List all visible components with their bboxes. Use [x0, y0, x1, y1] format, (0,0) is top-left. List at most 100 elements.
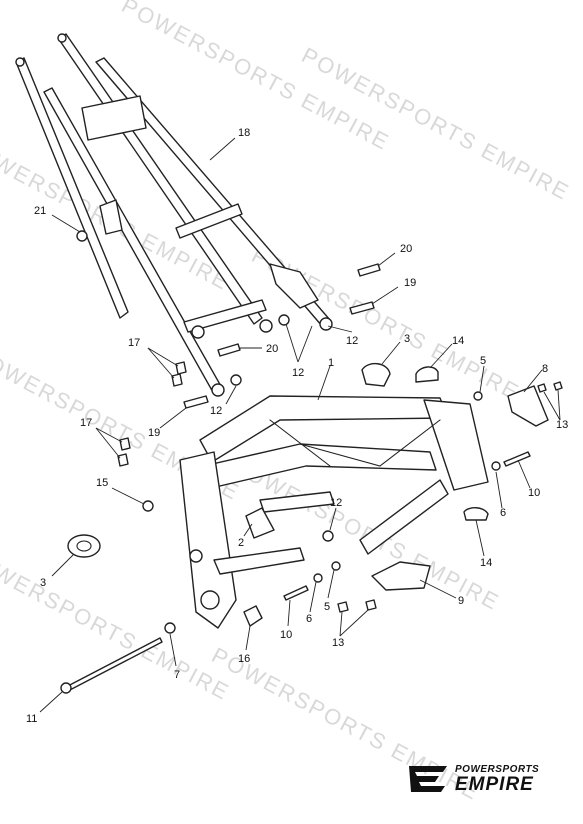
part-20-bolt-mid [217, 343, 241, 357]
part-3-bearing-left [67, 534, 101, 558]
subframe-bracket [269, 263, 319, 309]
leader-14a [429, 343, 453, 369]
callout-2: 2 [238, 537, 244, 549]
leader-17b [95, 427, 123, 443]
callout-5: 5 [324, 601, 330, 613]
leader-9 [419, 579, 457, 599]
leader-3a [381, 341, 401, 365]
part-5-washer [331, 561, 341, 571]
leader-17a2 [147, 347, 175, 379]
callout-12: 12 [346, 335, 358, 347]
subframe-cross-member [175, 203, 243, 239]
part-8-bracket [507, 385, 549, 427]
leader-lines [39, 137, 561, 713]
leader-12c [225, 385, 237, 405]
callout-5: 5 [480, 355, 486, 367]
part-15-nut [142, 500, 154, 512]
part-20-bolt-top [357, 263, 381, 277]
callout-20: 20 [266, 343, 278, 355]
leader-5a [479, 365, 485, 393]
leader-20a [377, 252, 396, 267]
part-13-nut [553, 381, 563, 391]
subframe-top-eye [57, 33, 67, 43]
callout-17: 17 [128, 337, 140, 349]
callout-6: 6 [500, 507, 506, 519]
callout-21: 21 [34, 205, 46, 217]
part-10-bolt-lower [283, 585, 309, 601]
part-12-washer [230, 374, 242, 386]
callout-9: 9 [458, 595, 464, 607]
part-17-clip [171, 373, 183, 387]
part-17-clip [117, 453, 129, 467]
leader-8 [523, 369, 543, 393]
callout-19: 19 [404, 277, 416, 289]
part-12-washer [278, 314, 290, 326]
leader-13b [339, 611, 343, 637]
subframe-mount-eye [259, 319, 273, 333]
callout-16: 16 [238, 653, 250, 665]
leader-17b2 [95, 427, 121, 459]
part-17-clip [175, 361, 187, 375]
subframe-cross-member [183, 299, 267, 333]
part-6-washer [313, 573, 323, 583]
leader-3b [51, 553, 75, 577]
brand-mark-icon [409, 766, 447, 792]
part-9-bracket [371, 561, 431, 591]
main-frame-pivot-eye [200, 590, 220, 610]
part-16-spacer [243, 605, 263, 627]
callout-20: 20 [400, 243, 412, 255]
callout-10: 10 [280, 629, 292, 641]
subframe-side-bracket [99, 199, 123, 235]
subframe-mount-eye [319, 317, 333, 331]
part-19-bolt-top [349, 301, 375, 315]
leader-15 [111, 487, 145, 505]
brand-logo: POWERSPORTS EMPIRE [405, 758, 565, 798]
part-21-plug [76, 230, 88, 242]
leader-7 [169, 633, 177, 667]
part-10-bolt-right [503, 451, 531, 467]
part-19-bolt-left [183, 395, 209, 409]
callout-8: 8 [542, 363, 548, 375]
part-13-nut [537, 383, 547, 393]
leader-12a [285, 323, 299, 363]
rear-subframe [15, 33, 333, 397]
leader-6b [309, 581, 317, 613]
callout-3: 3 [40, 577, 46, 589]
leader-1 [317, 365, 331, 401]
part-6-washer [491, 461, 501, 471]
callout-15: 15 [96, 477, 108, 489]
leader-11 [39, 691, 63, 713]
main-frame [179, 395, 489, 629]
leader-21 [51, 214, 81, 233]
part-13-nut [365, 599, 377, 611]
leader-2 [243, 523, 253, 537]
main-frame-swingarm-pivot [179, 451, 237, 629]
callout-6: 6 [306, 613, 312, 625]
callout-10: 10 [528, 487, 540, 499]
callout-14: 14 [452, 335, 464, 347]
callout-12: 12 [210, 405, 222, 417]
callout-labels: 18 21 20 19 17 20 12 12 3 14 1 5 8 12 19… [26, 127, 568, 725]
leader-14b [475, 519, 485, 557]
callout-18: 18 [238, 127, 250, 139]
leader-18 [209, 137, 236, 161]
leader-6a [495, 471, 503, 509]
main-frame-brace-line [299, 419, 441, 467]
part-17-clip [119, 437, 131, 451]
part-7-washer [164, 622, 176, 634]
part-11-spindle-head [60, 682, 72, 694]
leader-12a2 [297, 325, 313, 363]
subframe-mount-eye [211, 383, 225, 397]
part-5-washer [473, 391, 483, 401]
callout-7: 7 [174, 669, 180, 681]
leader-13a2 [557, 389, 561, 421]
part-2-clamp [245, 507, 275, 539]
leader-16 [245, 625, 251, 651]
subframe-top-eye [15, 57, 25, 67]
subframe-cross-member [81, 95, 147, 141]
leader-19b [159, 407, 187, 429]
leader-10b [287, 599, 291, 627]
leader-10a [517, 459, 531, 489]
brand-top-text: POWERSPORTS [455, 764, 540, 775]
